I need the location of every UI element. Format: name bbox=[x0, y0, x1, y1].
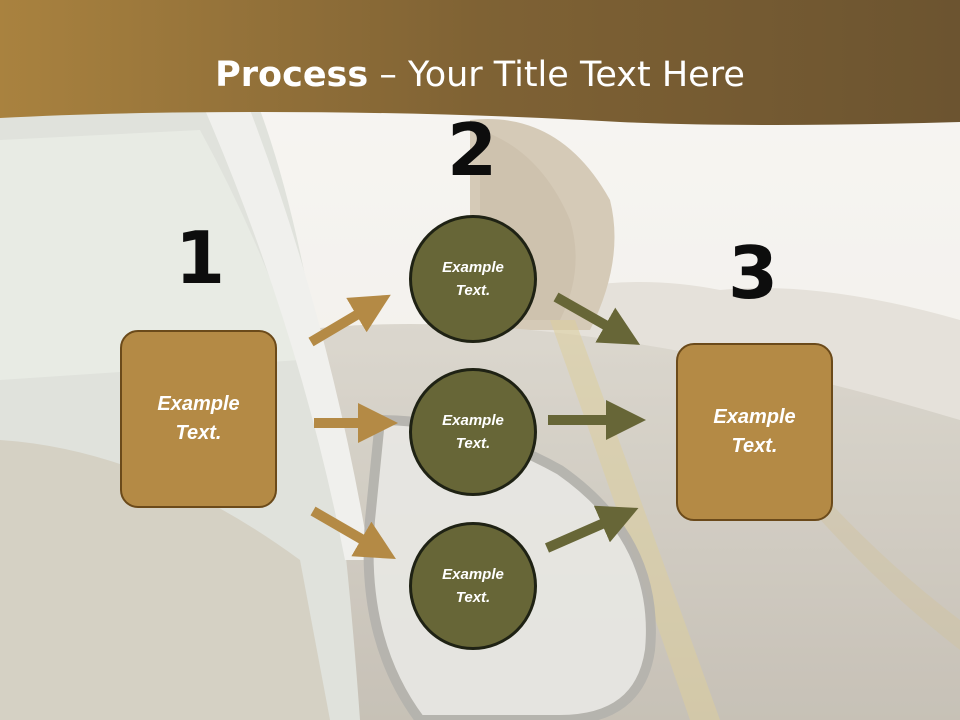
step-1-text-line1: Example bbox=[157, 393, 240, 415]
circle-1-text-line1: Example bbox=[442, 259, 504, 276]
title-rest: – Your Title Text Here bbox=[368, 55, 745, 95]
step-3-text-line2: Text. bbox=[731, 435, 778, 457]
step-3-box: Example Text. bbox=[676, 343, 833, 521]
circle-3-text-line2: Text. bbox=[455, 589, 491, 606]
step-2-circle-bottom: Example Text. bbox=[409, 522, 537, 650]
step-number-2: 2 bbox=[446, 108, 498, 192]
step-number-1: 1 bbox=[174, 216, 226, 300]
circle-2-text-line1: Example bbox=[442, 412, 504, 429]
step-1-box: Example Text. bbox=[120, 330, 277, 508]
step-2-circle-top: Example Text. bbox=[409, 215, 537, 343]
slide-title: Process – Your Title Text Here bbox=[0, 52, 960, 98]
circle-2-text-line2: Text. bbox=[455, 435, 491, 452]
step-1-text-line2: Text. bbox=[175, 422, 222, 444]
step-3-text-line1: Example bbox=[713, 406, 796, 428]
title-bold: Process bbox=[215, 55, 369, 95]
circle-3-text-line1: Example bbox=[442, 566, 504, 583]
circle-1-text-line2: Text. bbox=[455, 282, 491, 299]
step-2-circle-middle: Example Text. bbox=[409, 368, 537, 496]
step-number-3: 3 bbox=[727, 231, 779, 315]
